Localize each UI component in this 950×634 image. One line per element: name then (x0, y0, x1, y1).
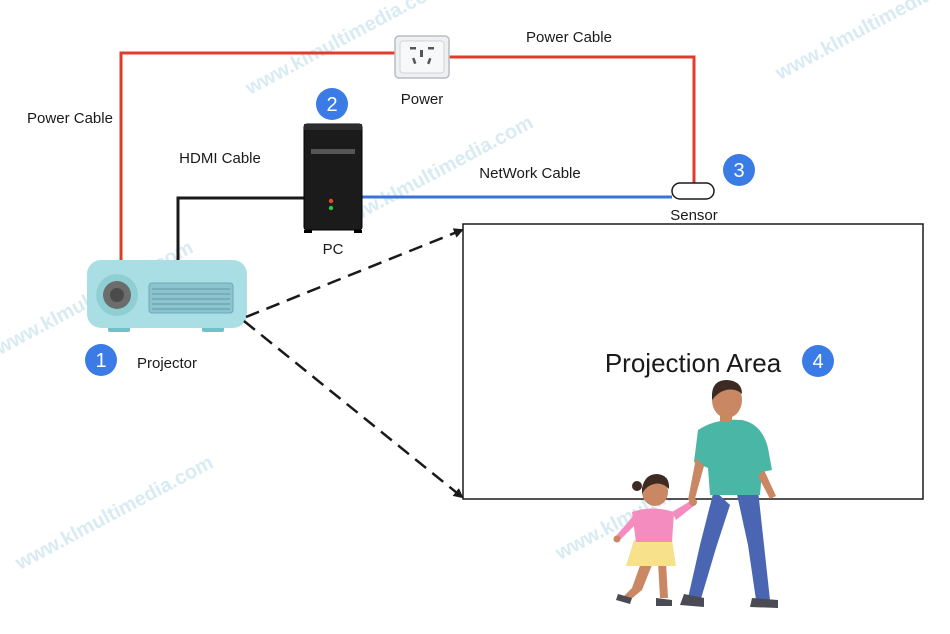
watermark-text: www.klmultimedia.com (771, 0, 950, 85)
badge-number: 1 (95, 350, 106, 372)
power-cable-label-left: Power Cable (27, 110, 113, 127)
badge-number: 2 (326, 94, 337, 116)
projector-icon (87, 260, 247, 332)
power-cable-line (119, 51, 395, 262)
projection-area-screen (462, 223, 924, 500)
pc-tower-icon (303, 123, 363, 233)
sensor-label: Sensor (670, 207, 718, 224)
badge-projection-area: 4 (802, 345, 834, 377)
hdmi-cable-line (176, 196, 305, 262)
pc-label: PC (323, 241, 344, 258)
hdmi-cable-label: HDMI Cable (179, 150, 261, 167)
badge-number: 4 (812, 351, 823, 373)
power-label: Power (401, 91, 444, 108)
badge-projector: 1 (85, 344, 117, 376)
power-cable-line (449, 55, 696, 184)
man-figure (680, 380, 778, 608)
projector-label: Projector (137, 355, 197, 372)
power-outlet-icon (394, 35, 450, 79)
projection-ray-bottom (243, 320, 464, 499)
network-cable-label: NetWork Cable (479, 165, 580, 182)
power-cable-label-top: Power Cable (526, 29, 612, 46)
people-illustration (613, 380, 778, 608)
sensor-icon (671, 182, 715, 200)
projection-area-label: Projection Area (605, 348, 782, 378)
watermark-text: www.klmultimedia.com (11, 452, 217, 575)
badge-sensor: 3 (723, 154, 755, 186)
badge-pc: 2 (316, 88, 348, 120)
badge-number: 3 (733, 160, 744, 182)
girl-figure (613, 474, 697, 606)
projection-ray-top (245, 228, 464, 319)
